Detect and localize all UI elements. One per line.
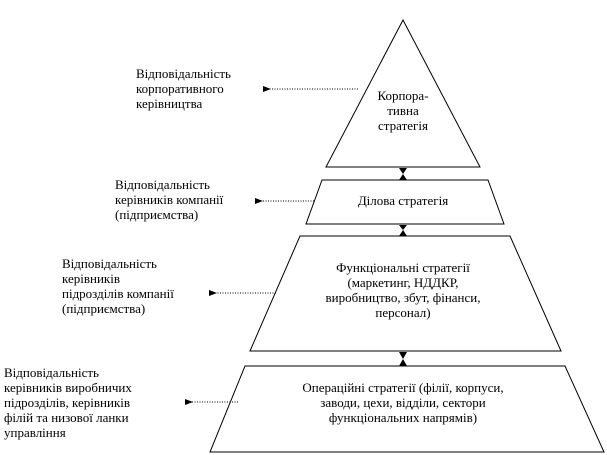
business-strategy-label: Ділова стратегія (357, 193, 449, 208)
responsibility-arrows (185, 86, 358, 405)
connector-1-2 (399, 168, 407, 180)
responsibility-company-managers: Відповідальність керівників компанії (пі… (115, 177, 224, 222)
connector-3-4 (399, 352, 407, 366)
operational-strategies-shape (209, 365, 605, 453)
functional-strategies-label: Функціональні стратегії (маркетинг, НДДК… (325, 260, 481, 320)
operational-strategies-label: Операційні стратегії (філії, корпуси, за… (302, 380, 504, 425)
responsibility-division-managers: Відповідальність керівників підрозділів … (62, 256, 174, 316)
responsibility-corporate: Відповідальність корпоративного керівниц… (136, 66, 231, 111)
responsibility-production-managers: Відповідальність керівників виробничих п… (4, 365, 132, 440)
functional-strategies-shape (249, 235, 562, 352)
corporate-strategy-label: Корпора- тивна стратегія (377, 88, 429, 133)
level-connectors (399, 168, 407, 366)
connector-2-3 (399, 225, 407, 236)
business-strategy-shape (305, 179, 505, 225)
corporate-strategy-shape (325, 18, 481, 168)
